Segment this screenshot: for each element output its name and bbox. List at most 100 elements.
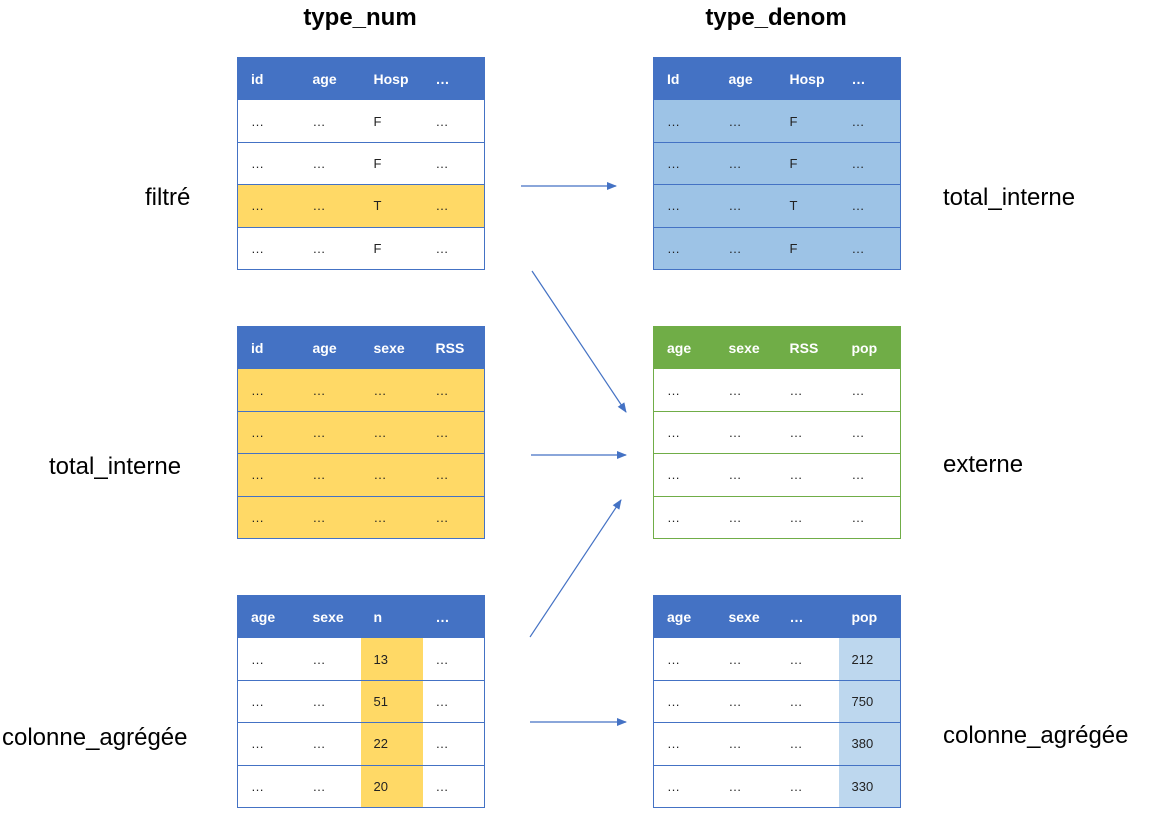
cell: … <box>653 368 716 412</box>
cell: … <box>715 226 777 270</box>
cell: … <box>360 410 423 454</box>
cell: … <box>422 722 485 766</box>
cell-n: 51 <box>360 679 423 723</box>
cell: … <box>653 410 716 454</box>
cell: … <box>299 410 361 454</box>
cell: … <box>422 184 485 228</box>
cell: … <box>838 141 901 185</box>
cell: … <box>653 495 716 539</box>
cell: … <box>715 722 777 766</box>
table-row-highlighted: … … … … <box>237 495 485 539</box>
cell: F <box>360 99 423 143</box>
header-cell: id <box>237 57 300 100</box>
cell: … <box>776 410 839 454</box>
cell: F <box>360 141 423 185</box>
cell-pop: 212 <box>838 637 901 681</box>
table-row: … … … … <box>653 453 901 497</box>
cell: … <box>299 368 361 412</box>
cell: … <box>776 764 839 808</box>
cell: … <box>237 410 300 454</box>
header-cell: sexe <box>715 595 777 638</box>
table-denom-total-interne: Id age Hosp … … … F … … … F … … … T … … … <box>653 57 901 270</box>
table-row: … … 20 … <box>237 764 485 808</box>
cell: … <box>715 679 777 723</box>
cell: … <box>715 410 777 454</box>
table-row-highlighted: … … … … <box>237 410 485 454</box>
cell: F <box>776 141 839 185</box>
cell: … <box>237 764 300 808</box>
table-row: … … … … <box>653 495 901 539</box>
cell: … <box>838 368 901 412</box>
header-cell: RSS <box>422 326 485 369</box>
header-cell: id <box>237 326 300 369</box>
cell: … <box>715 368 777 412</box>
table-header-row: age sexe RSS pop <box>653 326 901 369</box>
cell-n: 20 <box>360 764 423 808</box>
table-row: … … F … <box>237 141 485 185</box>
table-row: … … … … <box>653 410 901 454</box>
table-header-row: id age Hosp … <box>237 57 485 100</box>
header-cell: age <box>653 326 716 369</box>
header-cell: RSS <box>776 326 839 369</box>
table-denom-colonne-agregee: age sexe … pop … … … 212 … … … 750 … … …… <box>653 595 901 808</box>
cell: … <box>422 141 485 185</box>
table-row: … … … 212 <box>653 637 901 681</box>
header-cell: age <box>715 57 777 100</box>
cell: … <box>237 141 300 185</box>
header-cell: Hosp <box>360 57 423 100</box>
table-row-highlighted: … … F … <box>653 99 901 143</box>
cell: … <box>776 368 839 412</box>
header-cell: sexe <box>360 326 423 369</box>
table-header-row: age sexe n … <box>237 595 485 638</box>
cell: … <box>299 722 361 766</box>
cell: … <box>360 368 423 412</box>
cell-n: 22 <box>360 722 423 766</box>
cell: … <box>838 226 901 270</box>
cell: … <box>715 99 777 143</box>
cell: … <box>838 453 901 497</box>
table-row: … … … … <box>653 368 901 412</box>
cell: … <box>653 679 716 723</box>
cell: … <box>776 679 839 723</box>
cell: … <box>237 99 300 143</box>
cell: … <box>838 495 901 539</box>
cell: … <box>422 410 485 454</box>
header-cell: … <box>422 595 485 638</box>
table-header-row: Id age Hosp … <box>653 57 901 100</box>
table-row: … … F … <box>237 226 485 270</box>
cell: … <box>422 368 485 412</box>
header-cell: Id <box>653 57 716 100</box>
label-filtre: filtré <box>145 184 191 211</box>
cell: … <box>653 764 716 808</box>
header-cell: sexe <box>299 595 361 638</box>
cell: … <box>299 679 361 723</box>
cell: … <box>299 495 361 539</box>
cell: … <box>422 495 485 539</box>
cell: … <box>715 453 777 497</box>
cell: … <box>299 764 361 808</box>
cell: … <box>653 637 716 681</box>
cell: … <box>776 637 839 681</box>
cell: … <box>237 226 300 270</box>
cell: … <box>422 764 485 808</box>
cell: T <box>776 184 839 228</box>
cell: … <box>838 410 901 454</box>
table-row-highlighted: … … T … <box>653 184 901 228</box>
table-row-highlighted: … … … … <box>237 368 485 412</box>
label-colonne-agregee-right: colonne_agrégée <box>943 722 1129 749</box>
table-header-row: id age sexe RSS <box>237 326 485 369</box>
cell-pop: 380 <box>838 722 901 766</box>
cell: … <box>653 99 716 143</box>
label-externe: externe <box>943 451 1024 478</box>
cell-pop: 750 <box>838 679 901 723</box>
cell: … <box>422 453 485 497</box>
header-cell: age <box>299 326 361 369</box>
label-colonne-agregee-left: colonne_agrégée <box>2 724 188 751</box>
cell: … <box>299 226 361 270</box>
cell: … <box>422 99 485 143</box>
arrow-filtre-to-externe <box>531 270 627 413</box>
cell: … <box>299 141 361 185</box>
cell: … <box>715 495 777 539</box>
header-cell: age <box>237 595 300 638</box>
label-total-interne-right: total_interne <box>943 184 1076 211</box>
